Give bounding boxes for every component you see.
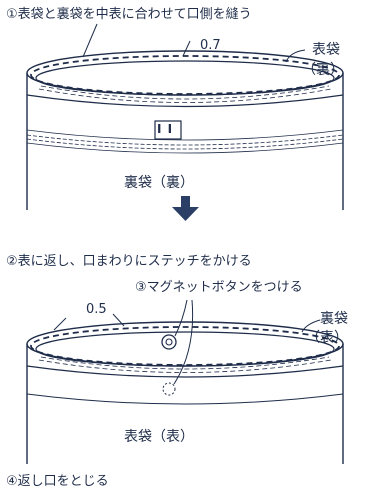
bag-step1	[26, 23, 344, 210]
bag2-seam-dashed	[30, 326, 340, 366]
step2-body-label: 表袋（表）	[124, 429, 194, 445]
bag-step2	[26, 299, 344, 464]
bag1-band-top	[26, 94, 344, 108]
step1-measure-label: 0.7	[200, 38, 221, 53]
bag2-inner-dash-a	[40, 356, 330, 370]
bag1-band-line-3	[26, 138, 344, 150]
bag1-tag-text: I I	[157, 122, 174, 136]
down-arrow-icon	[172, 196, 199, 221]
step1-outer-label-line1: 表袋	[312, 42, 340, 58]
magnet-button-top-inner	[165, 338, 173, 346]
step2-caption: ②表に返し、口まわりにステッチをかける	[6, 254, 252, 269]
bag1-measure-leader	[182, 40, 191, 57]
bag1-band-line-4	[26, 142, 344, 154]
magnet-button-top	[161, 334, 177, 350]
bag1-rim-inner	[35, 60, 335, 96]
magnet-leader-1	[174, 299, 188, 337]
bag2-caption-leader	[53, 317, 67, 331]
bag2-band-top	[26, 365, 344, 378]
bag1-band-line-2	[26, 134, 344, 146]
bag1-seam-dashed	[30, 55, 340, 95]
bag1-inner-dash-b	[38, 88, 332, 103]
bag2-rim-outer	[26, 321, 344, 367]
step4-caption: ④返し口をとじる	[6, 474, 109, 489]
bag1-tag	[154, 120, 182, 140]
bag2-label-leader	[301, 319, 321, 333]
bag2-measure-leader	[112, 313, 125, 327]
bag1-label-leader	[285, 49, 306, 63]
bag1-caption-leader	[82, 23, 98, 58]
bag1-band-line-1	[26, 129, 344, 141]
bag2-rim-inner	[35, 331, 335, 367]
magnet-button-bottom	[162, 382, 176, 396]
bag1-inner-dash-a	[40, 85, 330, 100]
bag2-band-line	[26, 393, 344, 405]
step2-measure-label: 0.5	[86, 302, 107, 317]
step1-caption: ①表袋と裏袋を中表に合わせて口側を縫う	[6, 7, 252, 22]
bag1-rim-outer	[26, 50, 344, 96]
bag2-inner-dash-b	[38, 359, 332, 373]
step1-body-label: 裏袋（裏）	[124, 175, 194, 191]
step2-outer-label-line2: （表）	[306, 330, 348, 346]
step3-caption: ③マグネットボタンをつける	[135, 280, 303, 295]
step1-outer-label-line2: （裏）	[302, 62, 344, 78]
magnet-leader-2	[173, 299, 194, 385]
step2-outer-label-line1: 裏袋	[320, 311, 348, 327]
